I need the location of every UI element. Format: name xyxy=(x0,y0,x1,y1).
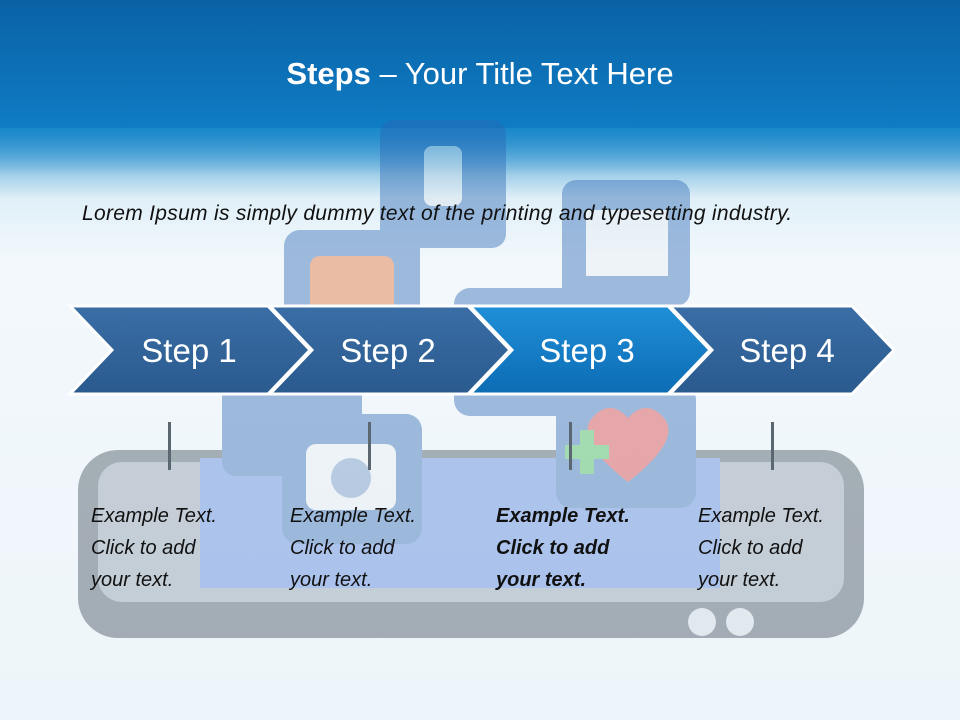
step-1-connector xyxy=(168,422,171,470)
step-1-label: Step 1 xyxy=(141,332,236,369)
step-1-description[interactable]: Example Text. Click to add your text. xyxy=(91,500,261,596)
title-bar-fade xyxy=(0,128,960,198)
title-bar xyxy=(0,0,960,128)
step-1-desc-line-2: Click to add xyxy=(91,537,196,559)
step-2-desc-line-2: Click to add xyxy=(290,537,395,559)
step-2-label: Step 2 xyxy=(340,332,435,369)
step-1-desc-line-1: Example Text. xyxy=(91,505,217,527)
step-3-description[interactable]: Example Text. Click to add your text. xyxy=(496,500,666,596)
health-heart-icon xyxy=(556,384,696,508)
step-3-desc-line-2: Click to add xyxy=(496,537,610,559)
title-rest: – Your Title Text Here xyxy=(370,56,674,91)
step-4-description[interactable]: Example Text. Click to add your text. xyxy=(698,500,868,596)
smartphone-icon xyxy=(380,120,506,248)
intro-paragraph: Lorem Ipsum is simply dummy text of the … xyxy=(82,202,793,225)
step-4-connector xyxy=(771,422,774,470)
step-4-desc-line-2: Click to add xyxy=(698,537,803,559)
step-2-desc-line-3: your text. xyxy=(290,569,373,591)
step-4-desc-line-1: Example Text. xyxy=(698,505,824,527)
step-4-label: Step 4 xyxy=(739,332,834,369)
page-title: Steps – Your Title Text Here xyxy=(0,52,960,96)
step-2-desc-line-1: Example Text. xyxy=(290,505,416,527)
smartphone-illustration xyxy=(78,450,864,638)
step-3-desc-line-1: Example Text. xyxy=(496,505,630,527)
step-2-description[interactable]: Example Text. Click to add your text. xyxy=(290,500,460,596)
camera-icon xyxy=(282,414,422,544)
title-bold: Steps xyxy=(286,56,371,91)
step-3-desc-line-3: your text. xyxy=(496,569,587,591)
step-3-label: Step 3 xyxy=(539,332,634,369)
step-3-connector xyxy=(569,422,572,470)
step-2-connector xyxy=(368,422,371,470)
step-2-chevron[interactable]: Step 2 xyxy=(266,304,513,396)
step-4-chevron[interactable]: Step 4 xyxy=(666,304,897,396)
step-1-desc-line-3: your text. xyxy=(91,569,174,591)
step-1-chevron[interactable]: Step 1 xyxy=(66,304,313,396)
step-4-desc-line-3: your text. xyxy=(698,569,781,591)
news-icon xyxy=(562,180,690,306)
